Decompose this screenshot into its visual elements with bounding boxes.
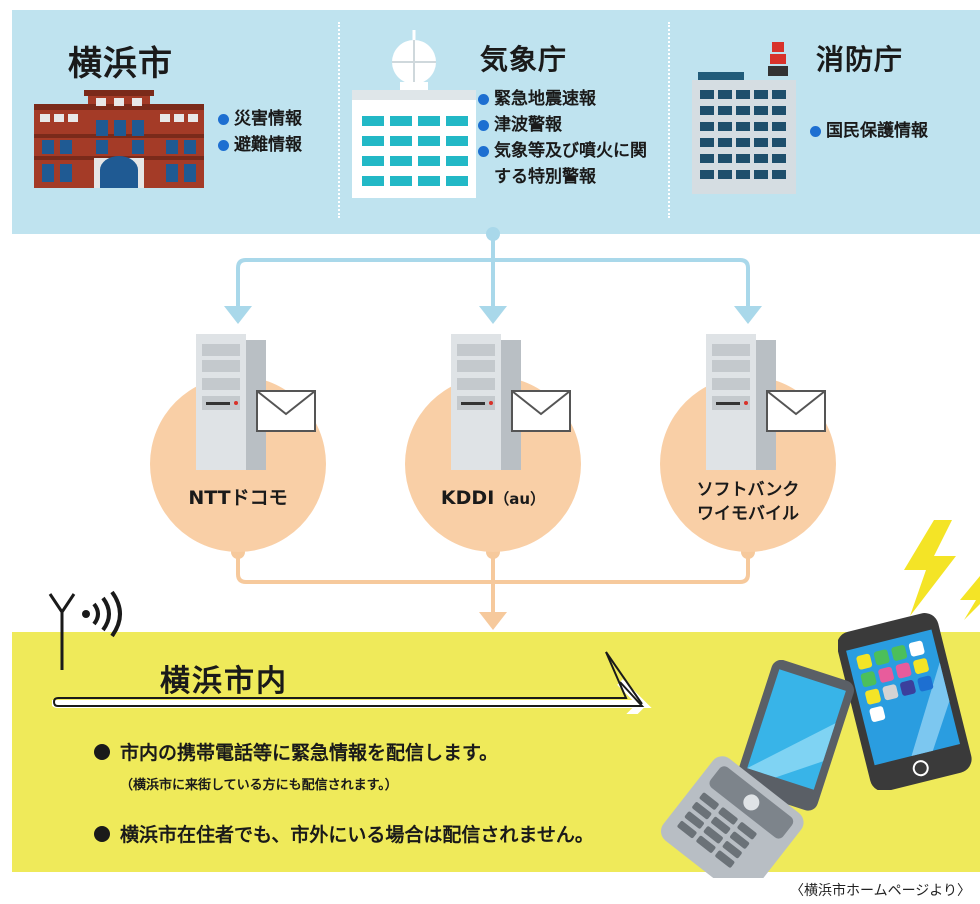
lightning-icon [904,520,980,620]
mail-icon [511,390,571,432]
source-items-fdma: 国民保護情報 [810,118,928,144]
source-title-fdma: 消防庁 [816,43,904,76]
list-item: 国民保護情報 [810,118,928,144]
source-credit: 〈横浜市ホームページより〉 [790,883,972,899]
mail-icon [766,390,826,432]
source-items-jma: 緊急地震速報 津波警報 気象等及び噴火に関する特別警報 [478,86,654,190]
note-1: 市内の携帯電話等に緊急情報を配信します。 [94,738,498,765]
area-arrow [52,651,652,714]
smartphone-icon [838,613,972,790]
list-item: 気象等及び噴火に関する特別警報 [478,138,654,190]
list-item: 災害情報 [218,106,302,132]
list-item: 緊急地震速報 [478,86,654,112]
area-label: 横浜市内 [160,664,288,699]
note-2: 横浜市在住者でも、市外にいる場合は配信されません。 [94,820,594,847]
bullet-icon [94,826,110,842]
list-item: 津波警報 [478,112,654,138]
carrier-label-kddi: KDDI（au） [440,487,546,509]
divider [668,22,670,218]
city-hall-icon [34,90,204,188]
source-title-jma: 気象庁 [480,43,568,76]
server-icon [706,334,776,470]
carrier-label-docomo: NTTドコモ [188,487,288,509]
flip-phone-icon [660,660,855,878]
weather-agency-icon [352,30,476,198]
note-1-sub: （横浜市に来街している方にも配信されます。） [120,778,398,793]
fire-agency-icon [692,72,796,194]
server-icon [451,334,521,470]
list-item: 避難情報 [218,132,302,158]
divider [338,22,340,218]
mail-icon [256,390,316,432]
source-title-yokohama: 横浜市 [68,44,173,84]
carrier-label-softbank: ソフトバンク ワイモバイル [696,480,800,524]
siren-icon [768,42,788,76]
antenna-icon [48,590,122,670]
bullet-icon [94,744,110,760]
source-items-yokohama: 災害情報 避難情報 [218,106,302,158]
server-icon [196,334,266,470]
